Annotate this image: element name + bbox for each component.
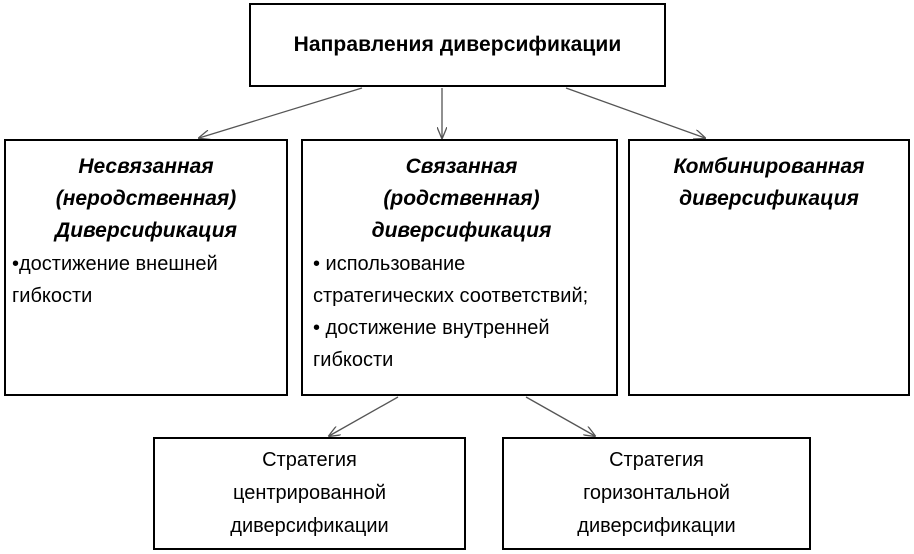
unrelated-heading-line: (неродственная) (55, 187, 237, 210)
unrelated-diversification-box: Несвязанная (неродственная) Диверсификац… (4, 139, 288, 396)
unrelated-heading-line: Диверсификация (55, 219, 237, 242)
related-items: • использование стратегических соответст… (313, 248, 610, 376)
related-item: • использование стратегических соответст… (313, 253, 589, 307)
centered-strategy-line: Стратегия (262, 449, 357, 471)
diversification-directions-box: Направления диверсификации (249, 3, 666, 87)
related-heading-line: диверсификация (371, 219, 552, 242)
arrow-to-horizontal (525, 396, 595, 436)
centered-strategy-line: диверсификации (230, 515, 389, 537)
related-diversification-box: Связанная (родственная) диверсификация •… (301, 139, 618, 396)
horizontal-strategy-line: горизонтальной (583, 482, 730, 504)
arrow-to-unrelated (199, 87, 363, 138)
unrelated-item: •достижение внешней гибкости (12, 253, 218, 307)
related-heading-line: Связанная (405, 155, 518, 178)
unrelated-heading: Несвязанная (неродственная) Диверсификац… (12, 151, 280, 247)
centered-strategy-line: центрированной (232, 482, 386, 504)
centered-strategy-text: Стратегия центрированной диверсификации (230, 444, 388, 543)
diagram-title: Направления диверсификации (293, 33, 622, 56)
combined-heading-line: Комбинированная (673, 155, 865, 178)
horizontal-strategy-text: Стратегия горизонтальной диверсификации (577, 444, 735, 543)
unrelated-heading-line: Несвязанная (78, 155, 214, 178)
horizontal-strategy-box: Стратегия горизонтальной диверсификации (502, 437, 811, 550)
related-heading-line: (родственная) (383, 187, 540, 210)
horizontal-strategy-line: диверсификации (577, 515, 736, 537)
combined-diversification-box: Комбинированная диверсификация (628, 139, 910, 396)
horizontal-strategy-line: Стратегия (609, 449, 704, 471)
combined-heading-line: диверсификация (679, 187, 859, 210)
arrow-to-combined (565, 87, 705, 138)
arrow-to-centered (329, 396, 399, 436)
combined-heading: Комбинированная диверсификация (636, 151, 902, 215)
centered-strategy-box: Стратегия центрированной диверсификации (153, 437, 466, 550)
related-item: • достижение внутренней гибкости (313, 317, 550, 371)
related-heading: Связанная (родственная) диверсификация (313, 151, 610, 247)
unrelated-items: •достижение внешней гибкости (12, 248, 280, 312)
